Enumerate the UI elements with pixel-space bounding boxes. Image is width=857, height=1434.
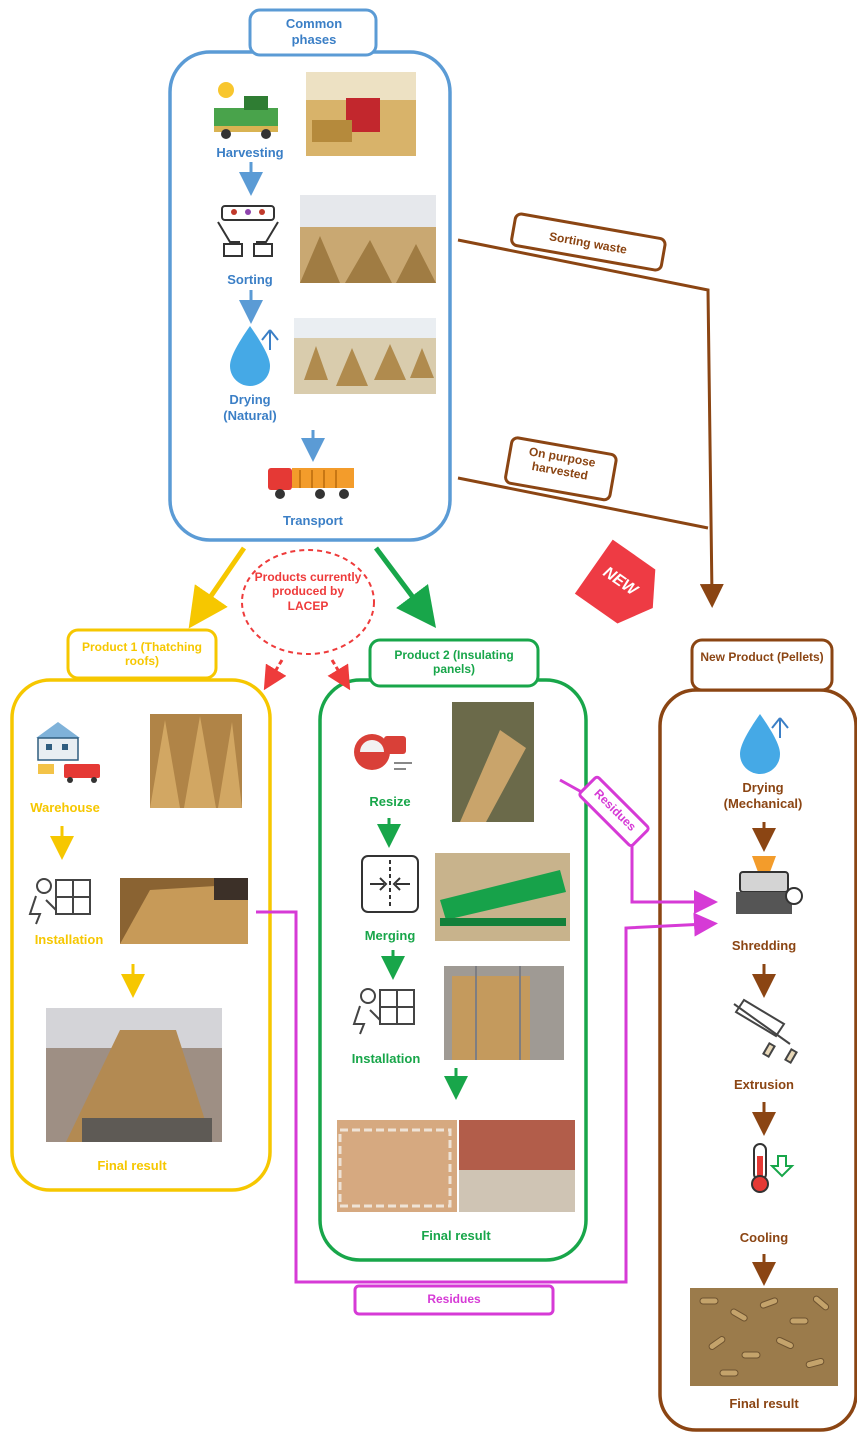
panel-installation-photo <box>444 966 564 1060</box>
products-note-label: Products currently produced by LACEP <box>254 570 362 613</box>
product1-title: Product 1 (Thatching roofs) <box>82 640 202 669</box>
residues-bottom-label: Residues <box>427 1292 481 1306</box>
sorting-waste-tag <box>510 212 667 272</box>
water-drop-icon <box>230 326 279 386</box>
common-phases-title: Common phases <box>285 16 343 47</box>
installation-label-p1: Installation <box>34 932 104 947</box>
sorting-photo <box>300 195 436 283</box>
warehouse-label: Warehouse <box>30 800 100 815</box>
residues-bottom-tag <box>353 1284 555 1316</box>
new-badge <box>574 539 656 624</box>
shredder-icon <box>736 856 803 914</box>
water-drop-mech-icon <box>740 714 789 774</box>
products-note-circle <box>241 549 375 655</box>
drying-natural-label: Drying (Natural) <box>223 392 277 423</box>
p1-final-photo <box>46 1008 222 1142</box>
thermometer-icon <box>751 1143 795 1193</box>
new-product-title: New Product (Pellets) <box>700 650 824 664</box>
product2-title: Product 2 (Insulating panels) <box>394 648 514 677</box>
p2-final-photo <box>337 1120 575 1212</box>
harvester-icon <box>214 82 278 139</box>
thatch-photo <box>150 714 242 808</box>
extrusion-label: Extrusion <box>734 1077 794 1092</box>
harvesting-label: Harvesting <box>216 145 284 160</box>
arrow-to-product2 <box>374 546 436 628</box>
sorting-waste-connector <box>457 238 724 608</box>
merging-label: Merging <box>364 928 416 943</box>
transport-label: Transport <box>283 513 343 528</box>
new-product-title-box <box>690 638 834 692</box>
residues-diag-tag <box>578 775 650 848</box>
final-result-new: Final result <box>729 1396 799 1411</box>
installation-label-p2: Installation <box>351 1051 421 1066</box>
resize-label: Resize <box>369 794 411 809</box>
extruder-icon <box>733 998 798 1065</box>
drying-mech-label: Drying (Mechanical) <box>723 780 803 811</box>
note-arrow-right <box>327 659 351 691</box>
installer-icon <box>28 878 91 925</box>
roof-installation-photo <box>120 878 248 944</box>
installer-icon-2 <box>352 988 415 1035</box>
residues-flow-bottom <box>256 910 718 1284</box>
note-arrow-left <box>263 659 287 691</box>
product1-title-box <box>66 628 218 680</box>
arrow-to-product1 <box>188 546 247 629</box>
merging-icon <box>361 855 419 913</box>
on-purpose-connector <box>457 476 709 530</box>
product1-box <box>10 678 272 1192</box>
warehouse-icon <box>36 722 100 783</box>
final-result-p1: Final result <box>97 1158 167 1173</box>
harvesting-photo <box>306 72 416 156</box>
product2-title-box <box>368 638 540 688</box>
cooling-label: Cooling <box>739 1230 789 1245</box>
sorting-machine-icon <box>217 205 279 257</box>
drying-photo <box>294 318 436 394</box>
pellets-photo <box>690 1288 838 1386</box>
final-result-p2: Final result <box>421 1228 491 1243</box>
resize-photo <box>452 702 534 822</box>
merging-photo <box>435 853 570 941</box>
common-phases-title-box <box>248 8 378 57</box>
truck-icon <box>268 468 354 499</box>
saw-icon <box>354 734 412 770</box>
on-purpose-tag <box>504 436 618 502</box>
shredding-label: Shredding <box>731 938 797 953</box>
sorting-label: Sorting <box>227 272 273 287</box>
